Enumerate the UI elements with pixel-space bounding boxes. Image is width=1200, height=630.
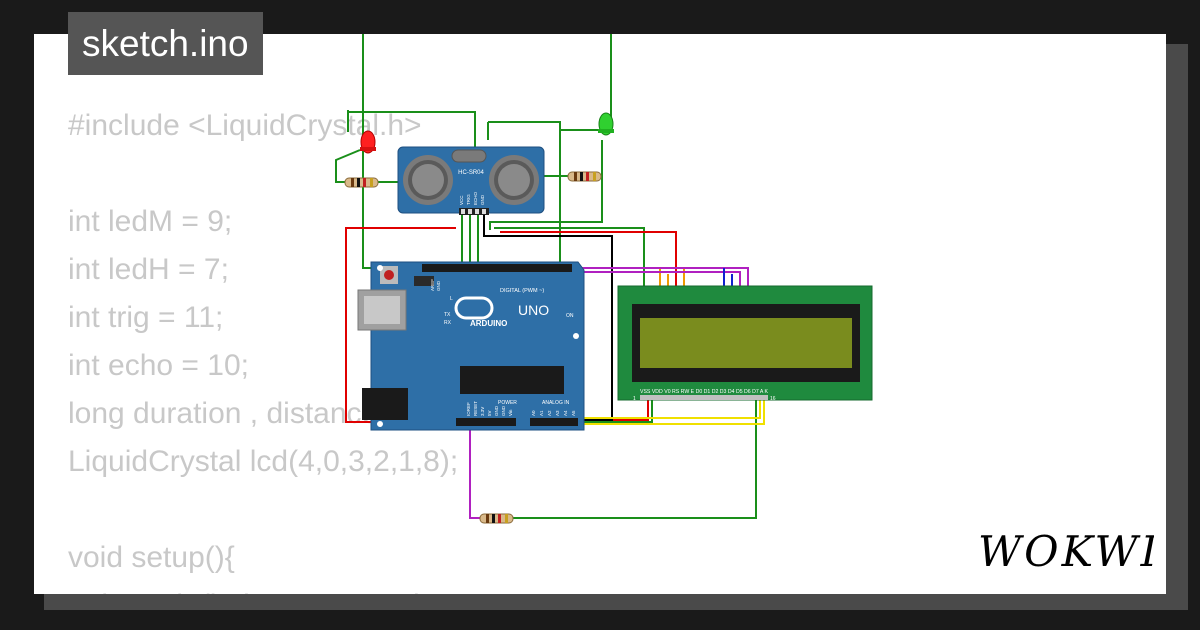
arduino-uno-board[interactable]: UNO ARDUINO DIGITAL (PWM ~) AREF GND ON … [357, 261, 585, 431]
lcd-screen [640, 318, 852, 368]
power-pin-3v3: 3.3V [480, 407, 485, 416]
wire-yellow [580, 398, 761, 419]
code-listing: #include <LiquidCrystal.h> int ledM = 9; i… [68, 102, 458, 594]
red-led[interactable] [360, 130, 376, 154]
wire-red [580, 398, 649, 421]
wokwi-logo: WOKWI [978, 527, 1154, 576]
analog-label: ANALOG IN [542, 400, 570, 406]
analog-pin-a0: A0 [531, 410, 536, 416]
green-led[interactable] [598, 112, 614, 136]
code-line: int trig = 11; [68, 301, 224, 334]
code-line: int ledM = 9; [68, 205, 233, 238]
code-line: pinMode(ledM, OUTPUT); [68, 582, 458, 594]
power-pin-ioref: IOREF [466, 402, 471, 416]
power-pin-reset: RESET [473, 401, 478, 416]
lcd-pin-labels: VSS VDD V0 RS RW E D0 D1 D2 D3 D4 D5 D6 … [640, 389, 769, 395]
wire-green [512, 398, 757, 519]
wire-yellow [580, 398, 765, 425]
digital-label: DIGITAL (PWM ~) [500, 288, 544, 294]
board-name: UNO [518, 302, 549, 318]
sensor-pin-echo: ECHO [473, 191, 478, 205]
sketch-title: sketch.ino [68, 12, 263, 75]
analog-pin-a1: A1 [539, 410, 544, 416]
lcd-pin-first: 1 [633, 396, 636, 402]
wire-green [335, 149, 361, 183]
on-label: ON [566, 313, 574, 319]
rx-label: RX [444, 320, 452, 326]
resistor-right[interactable] [567, 171, 602, 182]
wire-green [580, 398, 653, 423]
power-pin-gnd: GND [501, 405, 506, 416]
power-pin-vin: Vin [508, 409, 513, 416]
gnd-label: GND [436, 280, 441, 291]
l-label: L [450, 296, 453, 302]
analog-pin-a2: A2 [547, 410, 552, 416]
code-line: int ledH = 7; [68, 253, 229, 286]
board-brand: ARDUINO [470, 319, 507, 328]
analog-pin-a5: A5 [571, 410, 576, 416]
resistor-left[interactable] [344, 177, 379, 188]
aref-label: AREF [430, 279, 435, 291]
sensor-pin-trig: TRIG [466, 194, 471, 205]
logo-text: WOKWI [978, 527, 1154, 576]
analog-pin-a3: A3 [555, 410, 560, 416]
sensor-label: HC-SR04 [458, 170, 484, 176]
wire-black [483, 215, 613, 421]
analog-pin-a4: A4 [563, 410, 568, 416]
ultrasonic-sensor[interactable]: HC-SR04 VCC TRIG ECHO GND [397, 146, 545, 215]
wire-purple [469, 422, 484, 519]
resistor-bottom[interactable] [479, 513, 514, 524]
power-pin-gnd: GND [494, 405, 499, 416]
sensor-pin-vcc: VCC [459, 195, 464, 205]
code-line: int echo = 10; [68, 349, 249, 382]
code-line: void setup(){ [68, 541, 235, 574]
tx-label: TX [444, 312, 451, 318]
wire-green [488, 121, 598, 131]
lcd-display[interactable]: VSS VDD V0 RS RW E D0 D1 D2 D3 D4 D5 D6 … [617, 285, 873, 402]
sensor-pin-gnd: GND [480, 194, 485, 205]
power-pin-5v: 5V [487, 410, 492, 416]
wire-green [489, 140, 603, 230]
power-label: POWER [498, 400, 517, 406]
code-line: #include <LiquidCrystal.h> [68, 109, 422, 142]
code-line: LiquidCrystal lcd(4,0,3,2,1,8); [68, 445, 459, 478]
lcd-pin-last: 16 [770, 396, 776, 402]
